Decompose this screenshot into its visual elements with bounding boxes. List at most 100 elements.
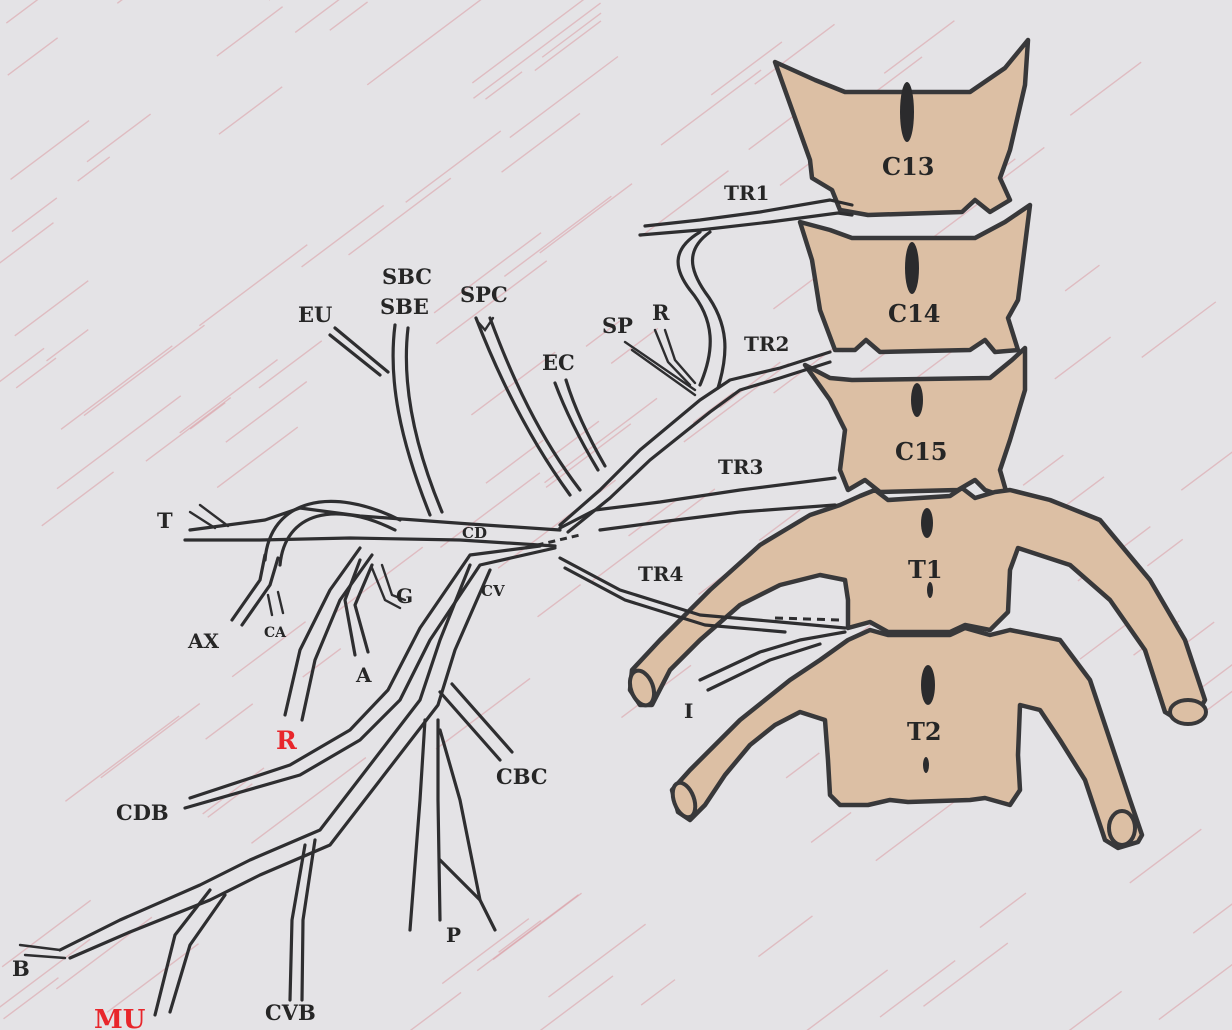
hatch-stroke — [542, 13, 601, 57]
hatch-stroke — [303, 649, 341, 678]
label-cbc: CBC — [496, 764, 548, 789]
hatch-stroke — [1193, 855, 1232, 933]
label-sbe: SBE — [380, 294, 429, 319]
hatch-stroke — [351, 992, 461, 1030]
hatch-stroke — [330, 2, 368, 30]
rib-end-t2-right — [1109, 811, 1135, 845]
nerve-cvb-b — [302, 840, 315, 1000]
label-cvb: CVB — [265, 1000, 316, 1025]
nerve-mu-down — [155, 890, 210, 1015]
label-spc: SPC — [460, 282, 508, 307]
hatch-stroke — [217, 7, 283, 56]
hatch-stroke — [46, 330, 88, 361]
hatch-stroke — [8, 38, 58, 75]
label-sbc: SBC — [382, 264, 432, 289]
nerve-spc-b — [490, 318, 580, 490]
hatch-stroke — [502, 113, 580, 172]
label-b: B — [12, 956, 30, 981]
label-ax: AX — [187, 629, 220, 653]
hatch-stroke — [504, 196, 611, 276]
hatch-stroke — [1053, 991, 1122, 1030]
hatch-stroke — [758, 916, 812, 957]
hatch-stroke — [477, 895, 578, 971]
label-g: G — [396, 584, 413, 608]
nerve-t-tip-b — [200, 505, 228, 526]
label-i: I — [684, 699, 693, 723]
nerve-mu — [60, 565, 470, 950]
hatch-stroke — [880, 961, 955, 1017]
hatch-stroke — [101, 704, 200, 778]
hatch-stroke — [0, 348, 44, 406]
vertebra-c13-canal — [900, 82, 914, 142]
hatch-stroke — [180, 360, 278, 433]
hatch-stroke — [259, 341, 322, 388]
label-a: A — [355, 663, 372, 687]
label-ec: EC — [542, 350, 575, 375]
label-tr1: TR1 — [724, 181, 769, 205]
hatch-stroke — [641, 980, 675, 1005]
hatch-stroke — [295, 0, 385, 32]
hatch-stroke — [217, 427, 298, 487]
hatch-stroke — [1142, 302, 1216, 358]
hatch-stroke — [87, 114, 151, 162]
hatch-stroke — [107, 944, 198, 1013]
nerve-r-red — [285, 548, 360, 715]
label-cv: CV — [481, 582, 505, 600]
label-c15: C15 — [895, 437, 948, 466]
nerve-r-top — [655, 330, 690, 385]
vertebra-t2-canal-lower — [923, 757, 929, 773]
label-p: P — [446, 923, 461, 947]
nerve-sp — [625, 342, 695, 390]
vertebra-c15 — [805, 348, 1025, 498]
hatch-stroke — [6, 0, 90, 23]
label-ca: CA — [264, 625, 287, 641]
nerve-cd — [190, 508, 560, 530]
label-r-top: R — [652, 300, 670, 325]
rib-end-t1-right — [1170, 700, 1206, 724]
label-sp: SP — [602, 313, 633, 338]
label-tr2: TR2 — [744, 332, 789, 356]
label-cdb: CDB — [116, 800, 169, 825]
hatch-stroke — [367, 0, 484, 85]
hatch-stroke — [219, 87, 282, 134]
label-tr3: TR3 — [718, 455, 763, 479]
label-mu: MU — [94, 1005, 146, 1030]
nerve-sbc-b — [406, 328, 442, 512]
nerve-eu-b — [335, 328, 388, 372]
nerve-tr2 — [560, 352, 830, 525]
hatch-stroke — [980, 893, 1026, 927]
hatch-stroke — [0, 223, 53, 283]
hatch-stroke — [1065, 265, 1099, 291]
hatch-stroke — [199, 245, 307, 326]
hatch-stroke — [1023, 455, 1063, 485]
nerve-p — [410, 720, 425, 930]
hatch-stroke — [876, 801, 956, 861]
nerve-ca — [268, 595, 272, 615]
hatch-stroke — [349, 178, 451, 255]
hatch-stroke — [1181, 449, 1232, 490]
hatch-stroke — [1055, 337, 1111, 379]
hatch-stroke — [540, 184, 632, 253]
hatch-stroke — [226, 382, 307, 443]
hatch-stroke — [811, 812, 851, 842]
hatch-stroke — [12, 198, 57, 232]
nerve-eu — [330, 335, 380, 375]
vertebra-t1-canal-lower — [927, 582, 933, 598]
nerve-ca-b — [278, 592, 283, 613]
label-eu: EU — [298, 302, 332, 327]
hatch-stroke — [206, 704, 253, 739]
label-t1: T1 — [908, 555, 943, 584]
nerve-tr3 — [560, 478, 835, 528]
hatch-stroke — [65, 716, 179, 801]
nerve-cd-arc — [265, 501, 400, 560]
hatch-stroke — [117, 0, 230, 3]
vertebra-t1-canal — [921, 508, 933, 538]
hatch-stroke — [57, 396, 181, 489]
hatch-stroke — [1147, 539, 1182, 566]
nerve-cd-b — [185, 538, 555, 546]
vertebra-c15-canal — [911, 383, 923, 417]
hatch-stroke — [496, 976, 613, 1030]
label-cd: CD — [462, 524, 487, 542]
